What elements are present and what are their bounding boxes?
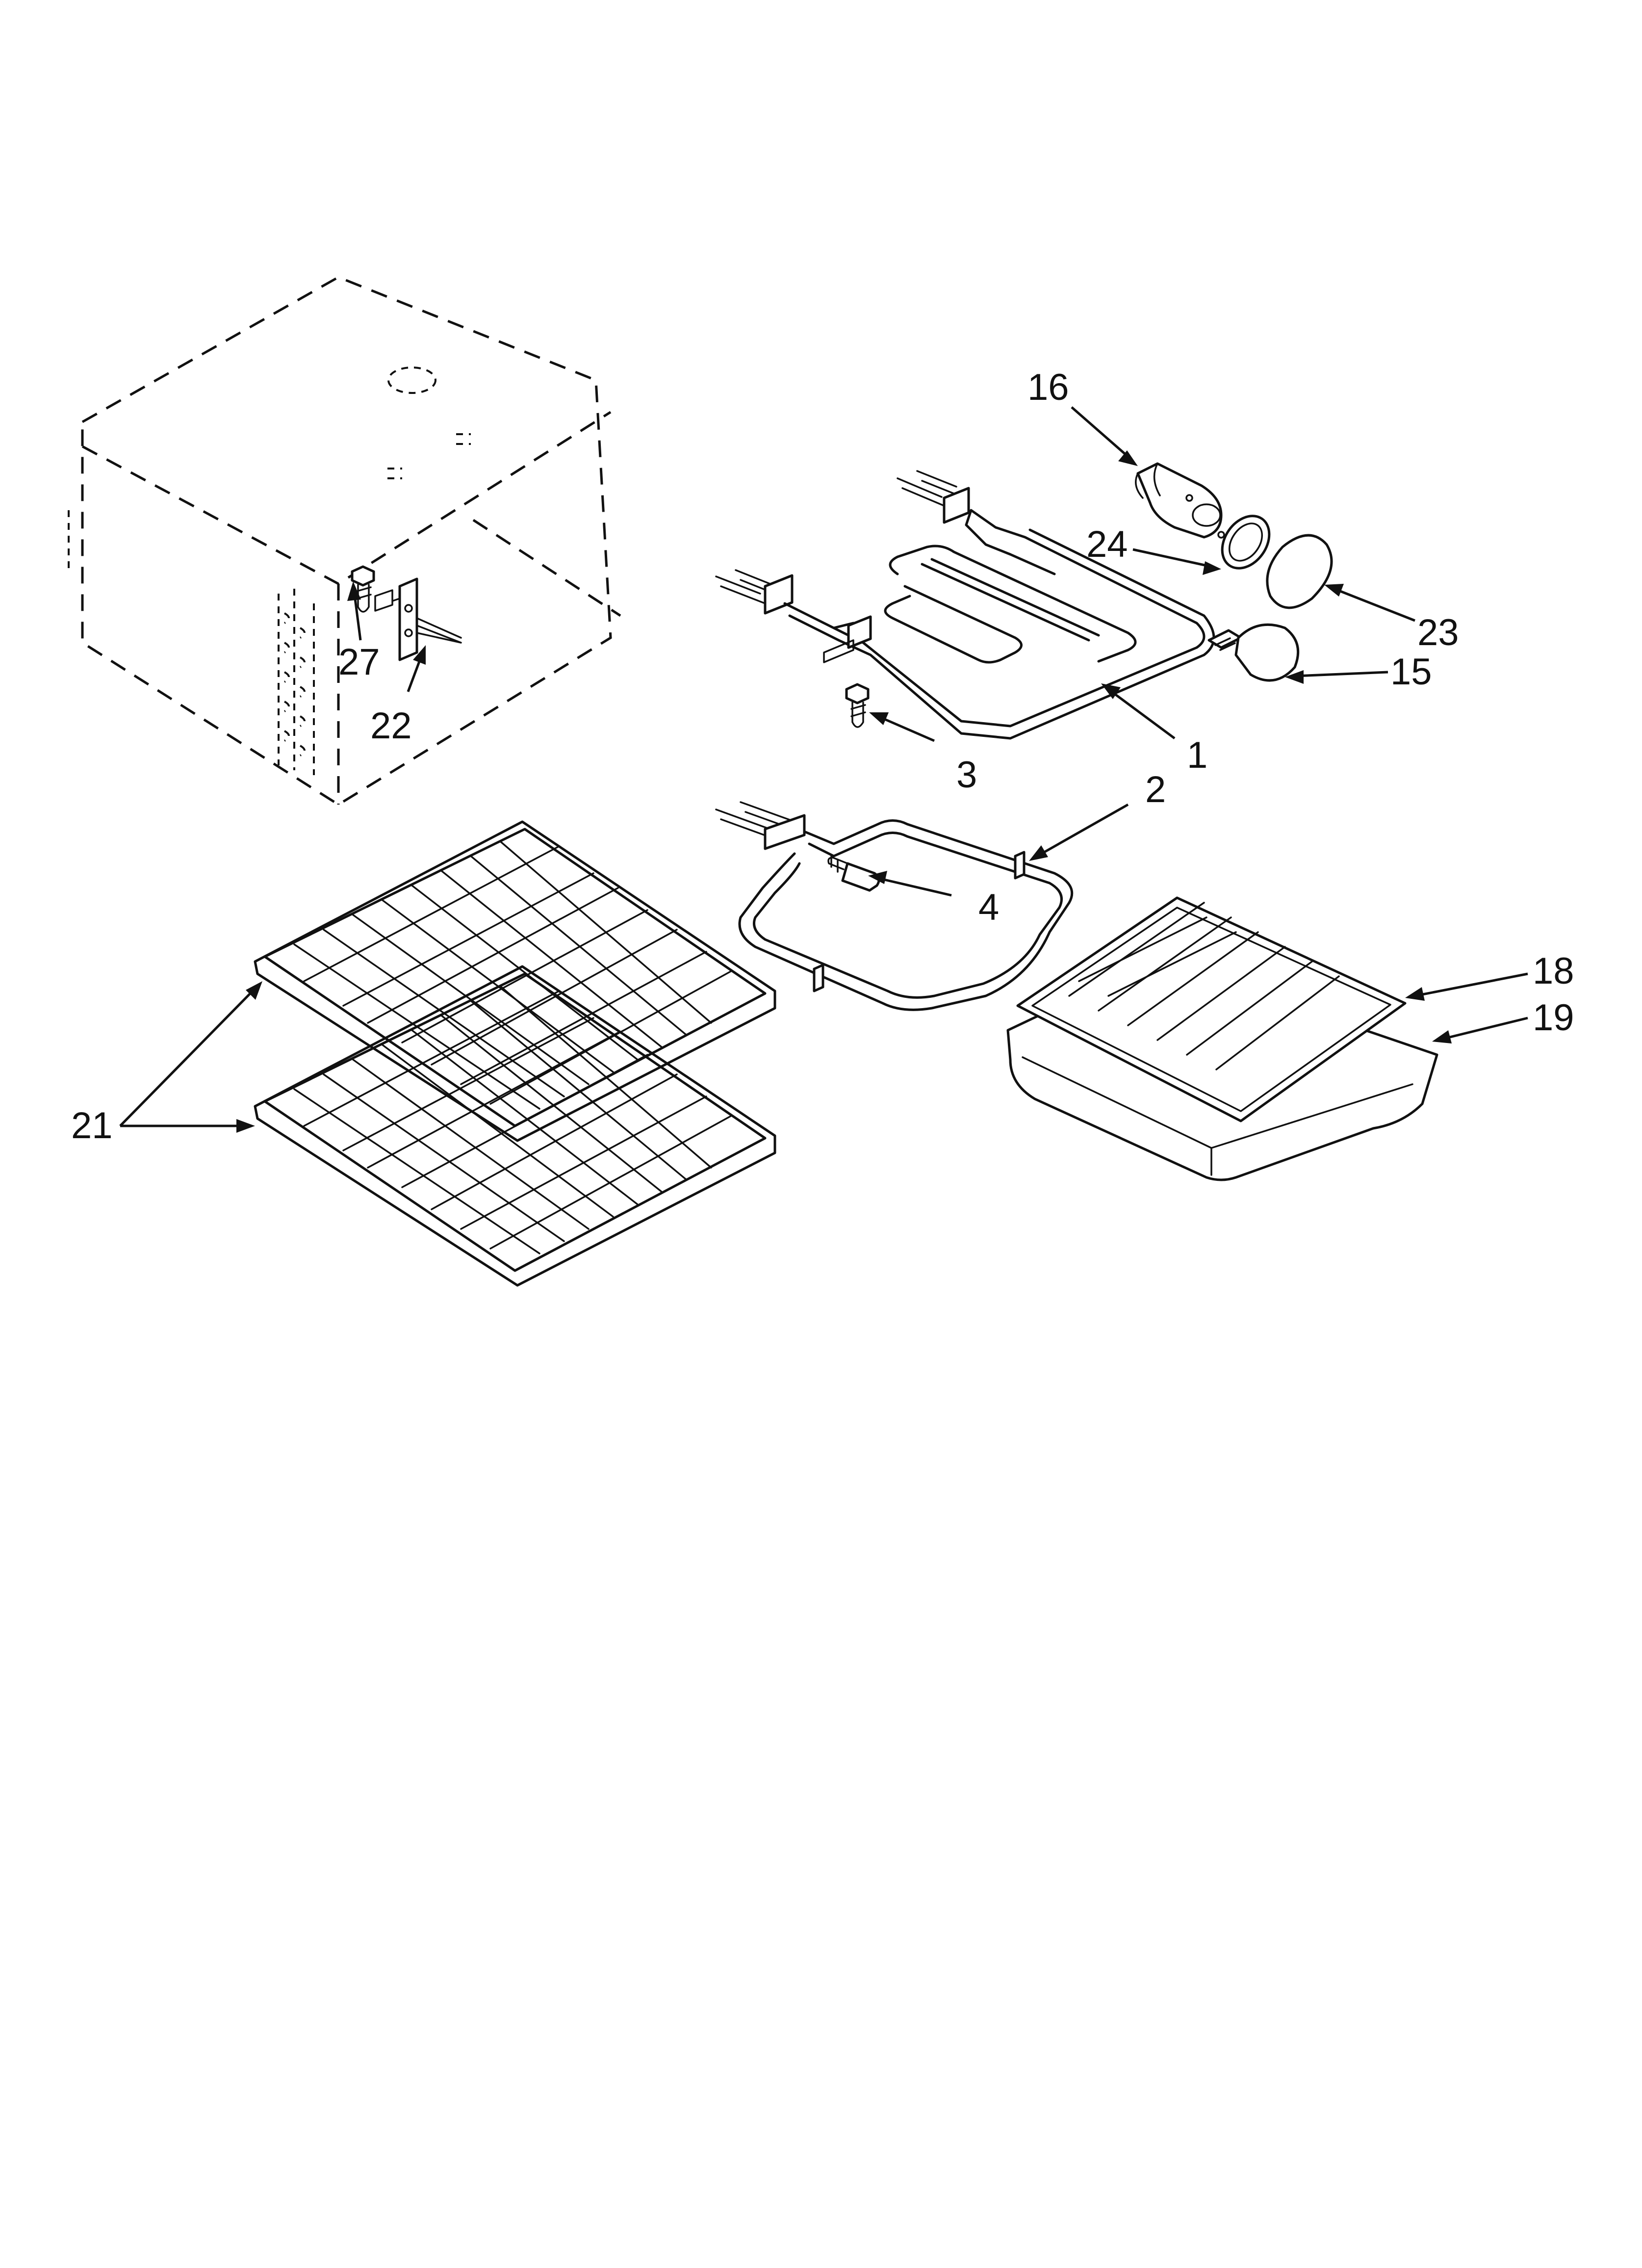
callout-27: 27 [338,641,380,683]
broiler-pan-part-19 [1006,958,1438,1181]
callout-23: 23 [1417,612,1459,653]
callout-18: 18 [1533,950,1574,992]
callout-2: 2 [1145,769,1166,810]
gasket-part-24 [1221,515,1271,570]
callout-1: 1 [1187,734,1207,776]
oven-rack-lower-part-21 [254,965,776,1287]
callout-21: 21 [71,1105,113,1147]
callout-15: 15 [1390,651,1432,693]
callout-labels: 16 24 23 15 1 3 2 4 27 22 18 19 21 [71,366,1574,1147]
screw-part-27 [351,565,375,613]
callout-24: 24 [1086,523,1128,565]
bracket-part-22 [374,577,462,661]
bake-element-part-2 [715,801,1074,1011]
light-bulb-part-15 [1207,623,1300,682]
screw-part-4 [827,855,880,892]
callout-19: 19 [1533,997,1574,1039]
callout-4: 4 [978,886,999,928]
screw-part-3 [845,683,870,728]
callout-leaders [119,406,1528,1133]
callout-16: 16 [1027,366,1069,408]
light-socket-part-16 [1135,462,1225,539]
broil-element-part-1 [715,470,1215,740]
broiler-grid-part-18 [1016,896,1407,1122]
callout-3: 3 [956,754,977,796]
callout-22: 22 [370,705,412,747]
oven-cavity-outline [68,276,621,806]
light-lens-part-23 [1266,534,1333,609]
